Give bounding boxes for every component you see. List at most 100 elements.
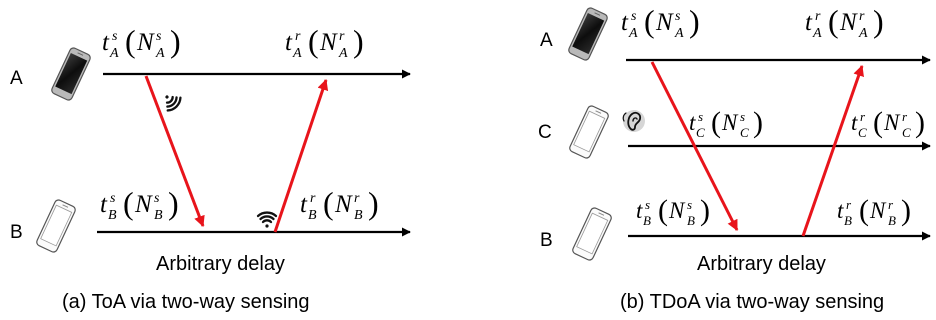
- signal-emit-icon: [165, 95, 182, 112]
- svg-text:r: r: [859, 9, 865, 24]
- time-label-a-send: t s A ( N s A ): [102, 23, 181, 61]
- svg-text:t: t: [621, 9, 629, 36]
- svg-text:B: B: [643, 213, 651, 228]
- svg-text:s: s: [156, 29, 162, 44]
- signal-arrow-a-to-b: [144, 75, 205, 228]
- svg-text:(: (: [323, 185, 334, 221]
- svg-text:(: (: [711, 106, 721, 139]
- svg-text:(: (: [658, 194, 668, 227]
- svg-text:r: r: [354, 191, 360, 206]
- svg-text:r: r: [339, 29, 345, 44]
- svg-text:A: A: [109, 46, 119, 61]
- svg-text:C: C: [696, 125, 705, 140]
- svg-text:N: N: [721, 110, 739, 135]
- signal-arrow-a-to-b: [650, 61, 739, 231]
- svg-text:N: N: [319, 29, 338, 56]
- svg-text:t: t: [837, 198, 844, 223]
- svg-text:N: N: [869, 198, 887, 223]
- svg-text:A: A: [338, 46, 348, 61]
- svg-text:s: s: [698, 109, 703, 124]
- svg-text:B: B: [154, 208, 163, 223]
- svg-text:B: B: [308, 208, 317, 223]
- svg-text:s: s: [687, 197, 692, 212]
- svg-text:A: A: [858, 26, 868, 41]
- time-label-c-send: t s C ( N s C ): [689, 106, 763, 140]
- time-label-a-receive: t r A ( N r A ): [805, 3, 884, 41]
- svg-text:r: r: [860, 109, 866, 124]
- node-label-a: A: [10, 68, 23, 89]
- svg-text:t: t: [100, 191, 108, 218]
- svg-text:s: s: [740, 109, 745, 124]
- node-label-c: C: [538, 122, 552, 143]
- svg-text:C: C: [902, 125, 911, 140]
- node-label-a: A: [540, 30, 553, 51]
- node-label-b: B: [540, 230, 553, 251]
- svg-text:N: N: [655, 9, 674, 36]
- svg-text:t: t: [805, 9, 813, 36]
- svg-text:r: r: [902, 109, 908, 124]
- signal-emit-icon: [256, 211, 278, 228]
- svg-text:): ): [753, 106, 763, 139]
- svg-text:s: s: [110, 191, 116, 206]
- smartphone-icon: [34, 198, 78, 254]
- time-label-b-send: t s B ( N s B ): [100, 185, 179, 223]
- svg-text:(: (: [828, 3, 839, 39]
- svg-text:(: (: [859, 194, 869, 227]
- svg-text:): ): [170, 23, 181, 59]
- signal-arrow-b-to-a: [801, 64, 864, 237]
- svg-text:A: A: [292, 46, 302, 61]
- time-label-b-send: t s B ( N s B ): [636, 194, 710, 228]
- svg-text:r: r: [846, 197, 852, 212]
- svg-text:): ): [368, 185, 379, 221]
- time-label-a-send: t s A ( N s A ): [621, 3, 700, 41]
- svg-text:r: r: [295, 29, 301, 44]
- svg-text:N: N: [883, 110, 901, 135]
- smartphone-icon: [570, 206, 614, 262]
- svg-text:t: t: [689, 110, 696, 135]
- svg-text:): ): [168, 185, 179, 221]
- time-label-a-receive: t r A ( N r A ): [285, 23, 364, 61]
- svg-text:s: s: [675, 9, 681, 24]
- panel-a: A B t s A ( N s: [10, 23, 411, 313]
- svg-text:): ): [915, 106, 925, 139]
- svg-text:N: N: [334, 191, 353, 218]
- svg-text:s: s: [154, 191, 160, 206]
- svg-text:t: t: [300, 191, 308, 218]
- svg-text:(: (: [125, 23, 136, 59]
- svg-text:s: s: [631, 9, 637, 24]
- svg-text:A: A: [628, 26, 638, 41]
- svg-text:(: (: [308, 23, 319, 59]
- smartphone-icon: [567, 104, 611, 160]
- time-label-c-receive: t r C ( N r C ): [851, 106, 925, 140]
- time-label-b-receive: t r B ( N r B ): [300, 185, 379, 223]
- svg-text:t: t: [285, 29, 293, 56]
- svg-text:N: N: [134, 191, 153, 218]
- svg-text:): ): [689, 3, 700, 39]
- svg-text:C: C: [858, 125, 867, 140]
- svg-text:B: B: [844, 213, 852, 228]
- svg-text:): ): [353, 23, 364, 59]
- panel-b: A C B t s A ( N s A ) t r: [538, 3, 931, 313]
- svg-text:r: r: [888, 197, 894, 212]
- svg-text:t: t: [102, 29, 110, 56]
- svg-text:t: t: [636, 198, 643, 223]
- svg-text:(: (: [123, 185, 134, 221]
- svg-text:B: B: [687, 213, 695, 228]
- smartphone-icon: [566, 6, 610, 62]
- delay-label: Arbitrary delay: [697, 253, 826, 275]
- signal-arrow-b-to-a: [273, 78, 329, 233]
- svg-text:t: t: [851, 110, 858, 135]
- svg-text:N: N: [668, 198, 686, 223]
- svg-text:N: N: [136, 29, 155, 56]
- svg-text:s: s: [645, 197, 650, 212]
- svg-text:A: A: [674, 26, 684, 41]
- delay-label: Arbitrary delay: [156, 253, 285, 275]
- caption-a: (a) ToA via two-way sensing: [62, 291, 310, 313]
- svg-text:A: A: [155, 46, 165, 61]
- svg-text:C: C: [740, 125, 749, 140]
- svg-text:B: B: [888, 213, 896, 228]
- svg-text:B: B: [108, 208, 117, 223]
- svg-text:B: B: [354, 208, 363, 223]
- svg-text:): ): [700, 194, 710, 227]
